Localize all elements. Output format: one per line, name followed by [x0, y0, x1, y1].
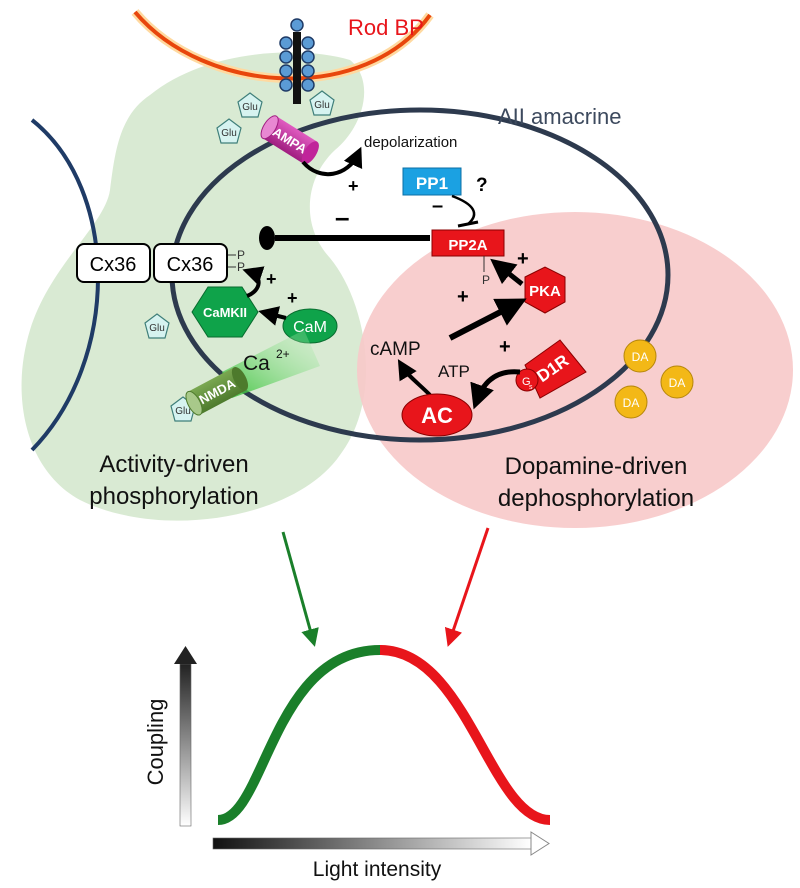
da-label: DA: [632, 350, 649, 364]
calcium-label: Ca: [243, 352, 270, 375]
ac-enzyme: [401, 393, 473, 437]
da-icon: DA: [623, 339, 657, 373]
coupling-curve-rising: [217, 645, 381, 825]
calcium-charge: 2+: [276, 347, 290, 361]
pka-plus-sign: +: [517, 248, 529, 270]
activity-label-line2: phosphorylation: [89, 483, 258, 510]
depolarization-plus-sign: +: [348, 176, 359, 196]
d1r-plus-sign: +: [499, 336, 511, 358]
rod-bp-label: Rod BP: [348, 15, 424, 40]
camkii-plus-sign: +: [266, 269, 277, 289]
cx36-left-label: Cx36: [90, 254, 137, 276]
pp2a-label: PP2A: [448, 237, 487, 254]
camkii-hexagon: [191, 286, 259, 338]
red-pointer-arrow: [444, 527, 490, 647]
ac-label: AC: [421, 403, 453, 428]
depolarization-arrow: [301, 146, 363, 177]
glu-label: Glu: [175, 406, 191, 417]
light-intensity-axis: [212, 831, 550, 856]
glu-icon: Glu: [144, 313, 170, 339]
light-intensity-axis-label: Light intensity: [313, 858, 442, 881]
camp-plus-sign: +: [457, 286, 469, 308]
da-icon: DA: [614, 385, 648, 419]
camkii-to-cx36-arrow: [242, 266, 265, 298]
phospho-label-2: P: [237, 260, 245, 274]
dopamine-molecules: DA DA DA: [614, 339, 694, 419]
pp1-box: [402, 167, 462, 196]
glu-label: Glu: [314, 100, 330, 111]
glu-icon: Glu: [216, 118, 242, 144]
phospho-label-1: P: [237, 248, 245, 262]
da-label: DA: [669, 376, 686, 390]
pp2a-box: [431, 229, 505, 257]
gs-subscript: s: [529, 384, 533, 391]
coupling-axis: [174, 646, 197, 827]
camkii-label: CaMKII: [203, 305, 247, 320]
atp-to-camp-arrow: [397, 359, 432, 397]
atp-label: ATP: [438, 362, 470, 381]
depolarization-label: depolarization: [364, 134, 457, 151]
cam-to-camkii-arrow: [258, 306, 287, 326]
glu-icon: Glu: [309, 90, 335, 116]
pp1-inhibition-path: [451, 194, 476, 225]
green-pointer-arrow: [281, 531, 319, 647]
rod-bp-outline: [133, 10, 432, 81]
cx36-left-box: [76, 243, 151, 283]
dopamine-label-line1: Dopamine-driven: [505, 453, 688, 480]
cx36-right-label: Cx36: [167, 254, 214, 276]
pp2a-inhibition-minus-sign: –: [335, 202, 349, 232]
gs-label: G: [522, 376, 531, 388]
glu-label: Glu: [242, 102, 258, 113]
nmda-receptor: NMDA: [185, 366, 249, 416]
pp1-inhibition-bar: [457, 220, 479, 228]
pka-to-pp2a-arrow: [490, 258, 524, 286]
dopamine-label-line2: dephosphorylation: [498, 485, 694, 512]
pka-label: PKA: [529, 283, 561, 300]
activity-label-line1: Activity-driven: [99, 451, 248, 478]
d1r-to-ac-arrow: [470, 369, 521, 410]
coupling-axis-label: Coupling: [143, 699, 168, 786]
coupling-curve-falling: [379, 645, 551, 825]
pp1-question-mark: ?: [476, 175, 488, 196]
cx36-right-box: [153, 243, 228, 283]
glu-label: Glu: [221, 128, 237, 139]
pp2a-inhibition-bar: [259, 226, 275, 250]
ribbon-synapse: [279, 18, 315, 104]
pp2a-p-label: P: [482, 273, 490, 287]
pp1-minus-sign: –: [432, 195, 443, 217]
pp1-label: PP1: [416, 174, 448, 193]
camp-to-pka-arrow: [448, 298, 527, 341]
camp-label: cAMP: [370, 339, 421, 360]
activity-region: [21, 52, 367, 521]
glu-icon: Glu: [237, 92, 263, 118]
cam-plus-sign: +: [287, 288, 298, 308]
da-icon: DA: [660, 365, 694, 399]
da-label: DA: [623, 396, 640, 410]
glu-label: Glu: [149, 323, 165, 334]
aii-amacrine-label: AII amacrine: [498, 104, 622, 129]
gs-protein: [515, 368, 539, 392]
